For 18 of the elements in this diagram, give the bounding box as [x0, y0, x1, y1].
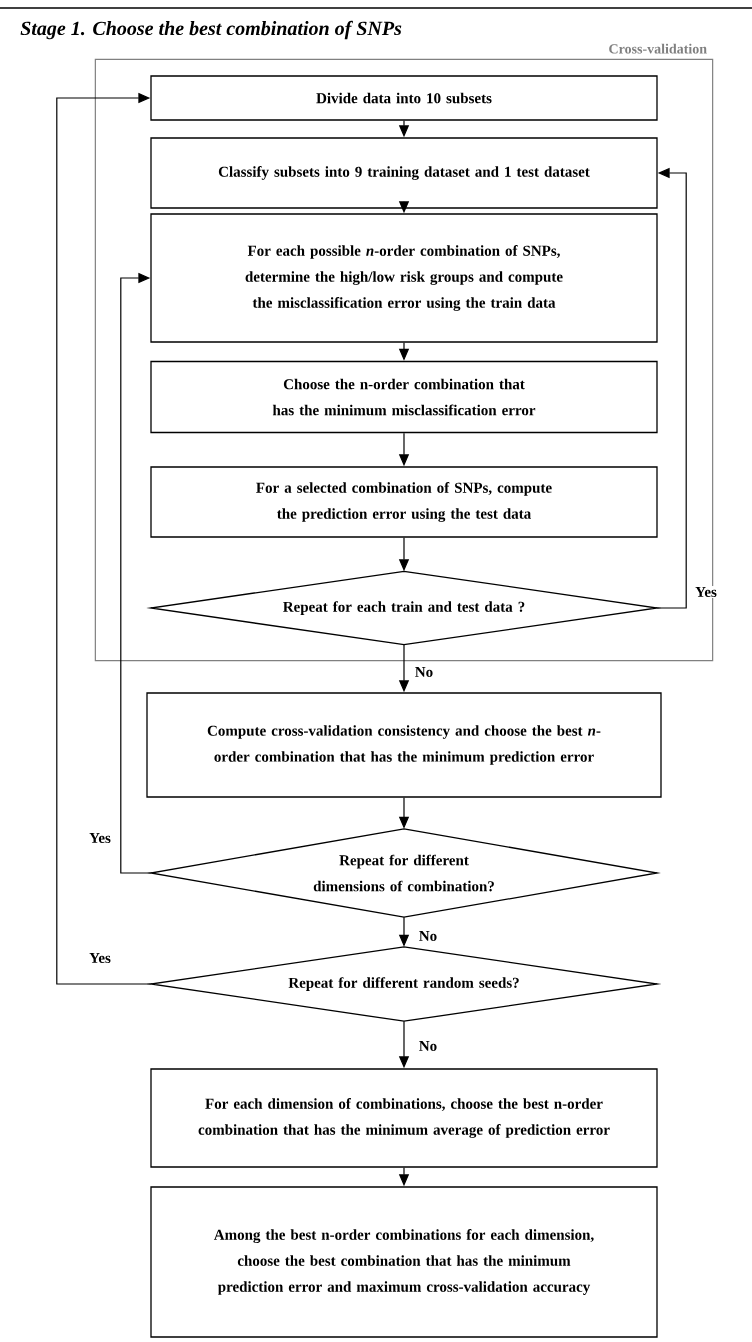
edge-label: Yes: [88, 832, 112, 844]
process-box: For each dimension of combinations, choose the best n-order combination that has the minimum average of prediction error: [150, 1068, 658, 1168]
edge-label: Yes: [694, 586, 718, 598]
process-box: For each possible n-order combination of SNPs, determine the high/low risk groups and compute the misclassification error using the train data: [150, 213, 658, 343]
edge-label: No: [417, 1040, 439, 1052]
edge-label: No: [413, 666, 435, 678]
arrow: [120, 272, 152, 874]
process-box: Among the best n-order combinations for each dimension, choose the best combination that has the minimum prediction error and maximum cross-validation accuracy: [150, 1186, 658, 1338]
process-box: Choose the n-order combination that has the minimum misclassification error: [150, 360, 658, 434]
process-box: For a selected combination of SNPs, compute the prediction error using the test data: [150, 466, 658, 538]
process-box: Compute cross-validation consistency and choose the best n-order combination that has the minimum prediction error: [146, 692, 662, 798]
process-box: Classify subsets into 9 training dataset and 1 test dataset: [150, 137, 658, 209]
node-label: Cross-validation: [609, 43, 707, 54]
title: Stage 1. Choose the best combination of SNPs: [20, 20, 402, 40]
process-box: Divide data into 10 subsets: [150, 75, 658, 121]
edge-label: Yes: [88, 952, 112, 964]
arrow: [56, 92, 152, 985]
edge-label: No: [417, 930, 439, 942]
